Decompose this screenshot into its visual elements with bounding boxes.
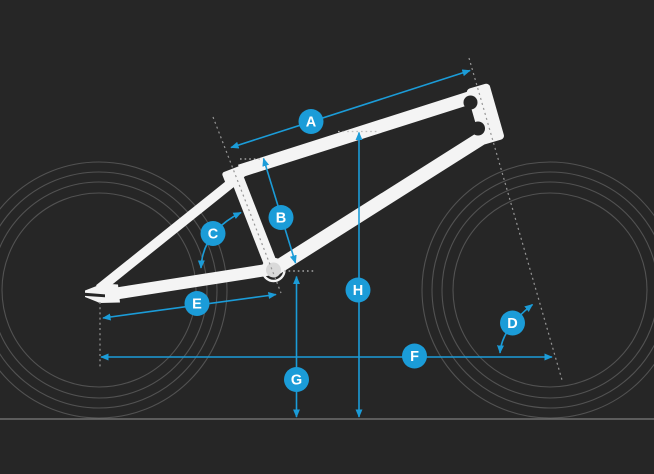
steering-axis-guide (468, 57, 563, 381)
dim-label-g-badge (284, 367, 309, 392)
dim-label-b-text: B (276, 211, 286, 227)
head-tube-notch-upper (463, 95, 478, 110)
dim-label-a-text: A (306, 115, 317, 131)
dim-label-h: H (345, 277, 371, 303)
dim-label-e: E (184, 291, 210, 316)
reference-ticks (240, 130, 379, 272)
dim-label-d-badge (500, 310, 525, 336)
dimension-lines (100, 69, 553, 418)
dim-label-b-badge (268, 205, 294, 230)
bb-spindle (266, 262, 281, 278)
dim-a-top-tube-line (230, 69, 471, 149)
dim-label-h-badge (345, 277, 371, 303)
rear-wheel (0, 161, 228, 419)
front-wheel (421, 161, 654, 419)
dimension-labels: A B C D E F G H (184, 109, 525, 392)
dim-label-g-text: G (291, 373, 302, 389)
dim-label-a-badge (298, 109, 324, 134)
seat-stay (96, 176, 238, 293)
front-rim-inner (452, 192, 648, 388)
dim-label-f-text: F (410, 349, 419, 365)
rear-tire-inner (0, 171, 218, 409)
dim-label-d: D (500, 310, 525, 336)
dim-label-h-text: H (353, 283, 363, 299)
rear-rim-inner (1, 192, 197, 388)
dim-label-g: G (284, 367, 309, 392)
dim-label-f-badge (402, 343, 427, 369)
dropout-slot (83, 292, 105, 298)
rear-rim-outer (0, 181, 208, 399)
dim-label-f: F (402, 343, 427, 369)
front-tire-inner (431, 171, 654, 409)
dim-label-a: A (298, 109, 324, 134)
front-tire-outer (421, 161, 654, 419)
dim-label-e-badge (184, 291, 210, 316)
dim-label-c-badge (200, 221, 226, 246)
head-tube-notch-lower (471, 121, 485, 136)
dim-label-c: C (200, 221, 226, 246)
rear-tire-outer (0, 161, 228, 419)
dim-label-c-text: C (208, 227, 219, 243)
seat-clamp (222, 165, 246, 184)
front-rim-outer (441, 181, 654, 399)
dim-label-d-text: D (507, 316, 517, 332)
dim-label-b: B (268, 205, 294, 230)
dim-label-e-text: E (192, 297, 202, 313)
down-tube (269, 128, 492, 276)
